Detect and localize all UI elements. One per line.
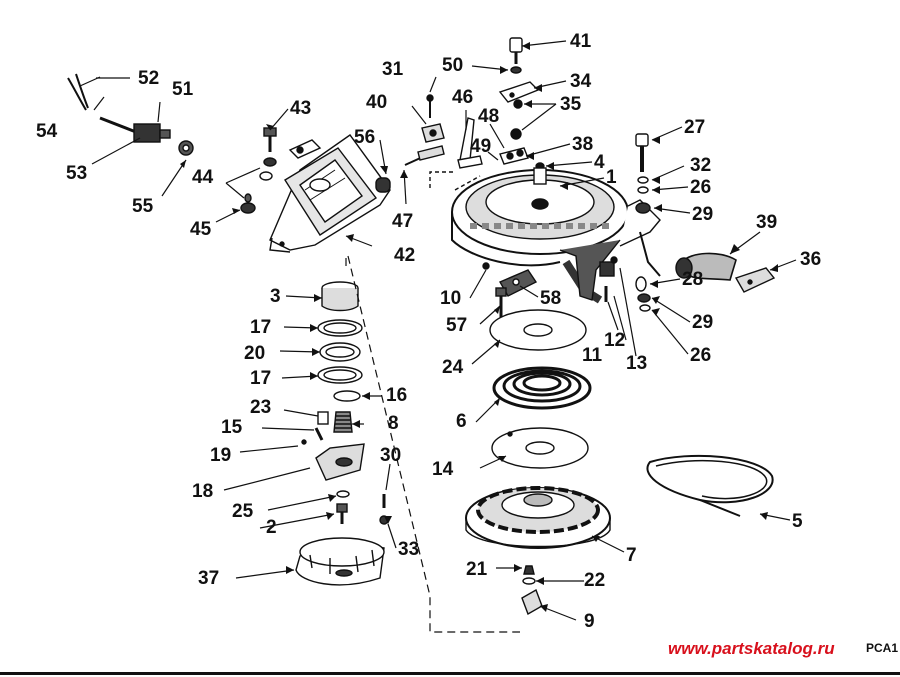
knob-56 bbox=[375, 177, 391, 193]
diagram-code: PCA1 bbox=[866, 641, 899, 655]
part-label-55: 55 bbox=[132, 196, 154, 217]
part-label-42: 42 bbox=[394, 245, 416, 266]
part-label-32: 32 bbox=[690, 155, 712, 176]
part-label-39: 39 bbox=[756, 212, 778, 233]
part-label-34: 34 bbox=[570, 71, 592, 92]
part-label-58: 58 bbox=[540, 288, 562, 309]
part-label-43: 43 bbox=[290, 98, 312, 119]
part-label-21: 21 bbox=[466, 559, 488, 580]
part-label-4: 4 bbox=[594, 152, 605, 173]
watermark-text: www.partskatalog.ru bbox=[668, 639, 835, 658]
part-label-10: 10 bbox=[440, 288, 462, 309]
part-label-17-upper: 17 bbox=[250, 317, 272, 338]
starter-housing-1 bbox=[451, 167, 661, 304]
part-label-41: 41 bbox=[570, 31, 592, 52]
bolt-27-stack bbox=[635, 133, 651, 214]
part-label-26-lower: 26 bbox=[690, 345, 712, 366]
part-label-40: 40 bbox=[366, 92, 388, 113]
bottom-rule bbox=[0, 672, 900, 675]
part-label-1: 1 bbox=[606, 167, 617, 188]
part-label-48: 48 bbox=[478, 106, 500, 127]
part-label-35: 35 bbox=[560, 94, 582, 115]
part-label-29-upper: 29 bbox=[692, 204, 714, 225]
part-label-20: 20 bbox=[244, 343, 266, 364]
part-label-38: 38 bbox=[572, 134, 594, 155]
part-label-57: 57 bbox=[446, 315, 468, 336]
part-label-27: 27 bbox=[684, 117, 706, 138]
upper-small-parts bbox=[404, 37, 545, 191]
kill-switch-lanyard bbox=[67, 73, 194, 156]
part-label-46: 46 bbox=[452, 87, 474, 108]
part-label-22: 22 bbox=[584, 570, 606, 591]
bracket-58 bbox=[482, 262, 538, 320]
part-label-26-upper: 26 bbox=[690, 177, 712, 198]
part-label-16: 16 bbox=[386, 385, 408, 406]
handle-39 bbox=[675, 252, 776, 293]
part-label-12: 12 bbox=[604, 330, 626, 351]
part-label-45: 45 bbox=[190, 219, 212, 240]
part-label-9: 9 bbox=[584, 611, 595, 632]
part-label-28: 28 bbox=[682, 269, 704, 290]
part-label-24: 24 bbox=[442, 357, 464, 378]
arrowheads bbox=[180, 42, 778, 612]
part-label-44: 44 bbox=[192, 167, 214, 188]
part-label-54: 54 bbox=[36, 121, 58, 142]
part-label-52: 52 bbox=[138, 68, 160, 89]
part-label-36: 36 bbox=[800, 249, 822, 270]
screw-43 bbox=[240, 127, 277, 214]
alignment-lines bbox=[345, 255, 520, 633]
part-label-3: 3 bbox=[270, 286, 281, 307]
part-label-23: 23 bbox=[250, 397, 272, 418]
part-label-7: 7 bbox=[626, 545, 637, 566]
left-stack bbox=[295, 281, 389, 586]
part-label-11: 11 bbox=[582, 345, 603, 366]
part-label-31: 31 bbox=[382, 59, 404, 80]
part-label-18: 18 bbox=[192, 481, 214, 502]
part-label-33: 33 bbox=[398, 539, 420, 560]
spacer-28-stack bbox=[635, 276, 651, 312]
part-label-8: 8 bbox=[388, 413, 399, 434]
part-label-49: 49 bbox=[470, 136, 492, 157]
part-label-53: 53 bbox=[66, 163, 88, 184]
part-label-50: 50 bbox=[442, 55, 464, 76]
part-label-5: 5 bbox=[792, 511, 803, 532]
part-label-2: 2 bbox=[266, 517, 277, 538]
part-label-13: 13 bbox=[626, 353, 648, 374]
part-label-56: 56 bbox=[354, 127, 376, 148]
part-label-19: 19 bbox=[210, 445, 232, 466]
part-label-6: 6 bbox=[456, 411, 467, 432]
housing-cover bbox=[269, 134, 391, 253]
part-label-17-lower: 17 bbox=[250, 368, 272, 389]
part-label-15: 15 bbox=[221, 417, 243, 438]
part-label-47: 47 bbox=[392, 211, 414, 232]
center-stack bbox=[465, 309, 774, 616]
part-label-14: 14 bbox=[432, 459, 454, 480]
part-label-29-lower: 29 bbox=[692, 312, 714, 333]
bolt-11-12 bbox=[599, 256, 618, 302]
part-label-30: 30 bbox=[380, 445, 402, 466]
part-label-37: 37 bbox=[198, 568, 220, 589]
part-label-25: 25 bbox=[232, 501, 254, 522]
part-label-51: 51 bbox=[172, 79, 194, 100]
